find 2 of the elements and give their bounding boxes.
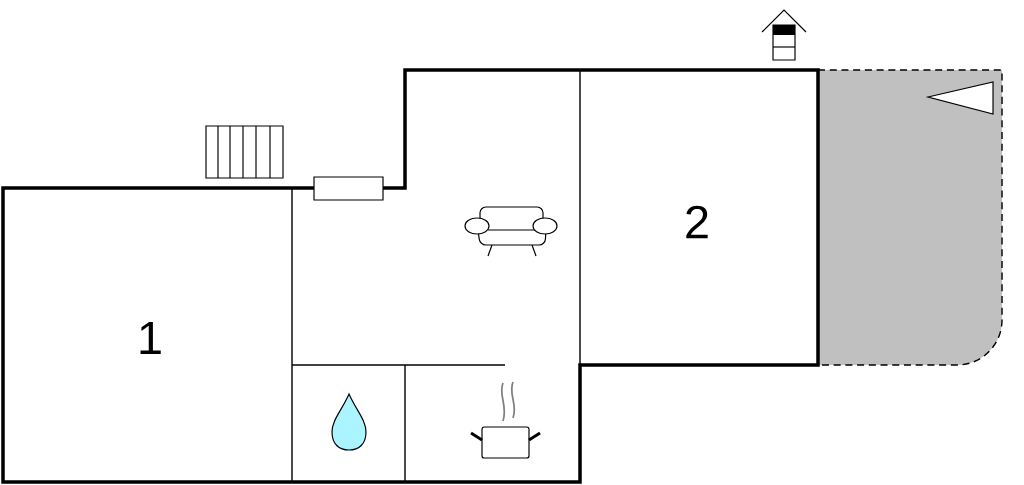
room-number: 1 — [140, 321, 161, 355]
room-number: 2 — [686, 205, 708, 239]
